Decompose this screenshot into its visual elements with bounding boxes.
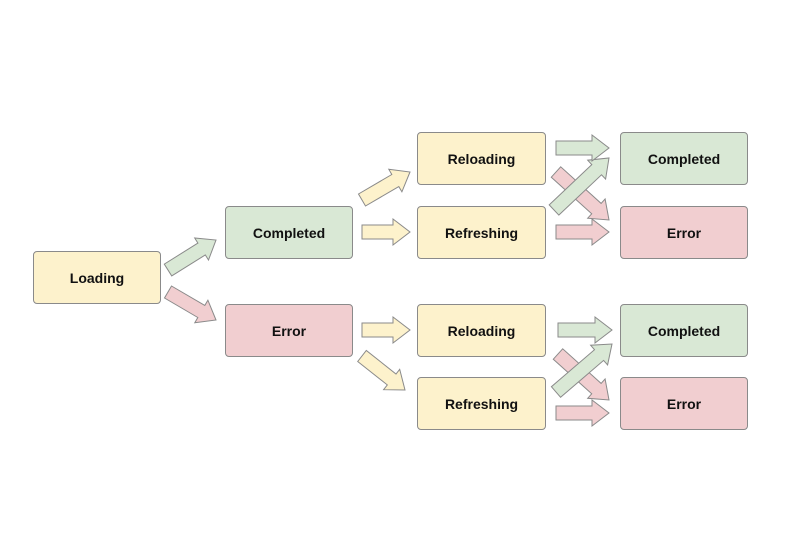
top-to-completed-cross-arrow xyxy=(548,157,610,216)
top-reloading-to-completed-arrow xyxy=(555,133,610,163)
loading-state: Loading xyxy=(33,251,161,304)
top-refreshing-to-error-arrow xyxy=(555,217,610,247)
top-completed-state: Completed xyxy=(620,132,748,185)
completed-reloading-state: Reloading xyxy=(417,132,546,185)
error-to-reloading-arrow xyxy=(361,315,411,345)
bottom-completed-state: Completed xyxy=(620,304,748,357)
bottom-reloading-to-completed-arrow xyxy=(557,315,613,345)
error-state: Error xyxy=(225,304,353,357)
error-refreshing-state: Refreshing xyxy=(417,377,546,430)
loading-to-error-arrow xyxy=(163,285,217,324)
top-error-state: Error xyxy=(620,206,748,259)
completed-to-reloading-arrow xyxy=(357,168,411,207)
error-to-refreshing-arrow xyxy=(356,349,406,391)
bottom-error-state: Error xyxy=(620,377,748,430)
completed-to-refreshing-arrow xyxy=(361,217,411,247)
bottom-to-completed-cross-arrow xyxy=(550,343,613,399)
bottom-refreshing-to-error-arrow xyxy=(555,398,610,428)
error-reloading-state: Reloading xyxy=(417,304,546,357)
completed-refreshing-state: Refreshing xyxy=(417,206,546,259)
loading-to-completed-arrow xyxy=(163,237,217,277)
completed-state: Completed xyxy=(225,206,353,259)
